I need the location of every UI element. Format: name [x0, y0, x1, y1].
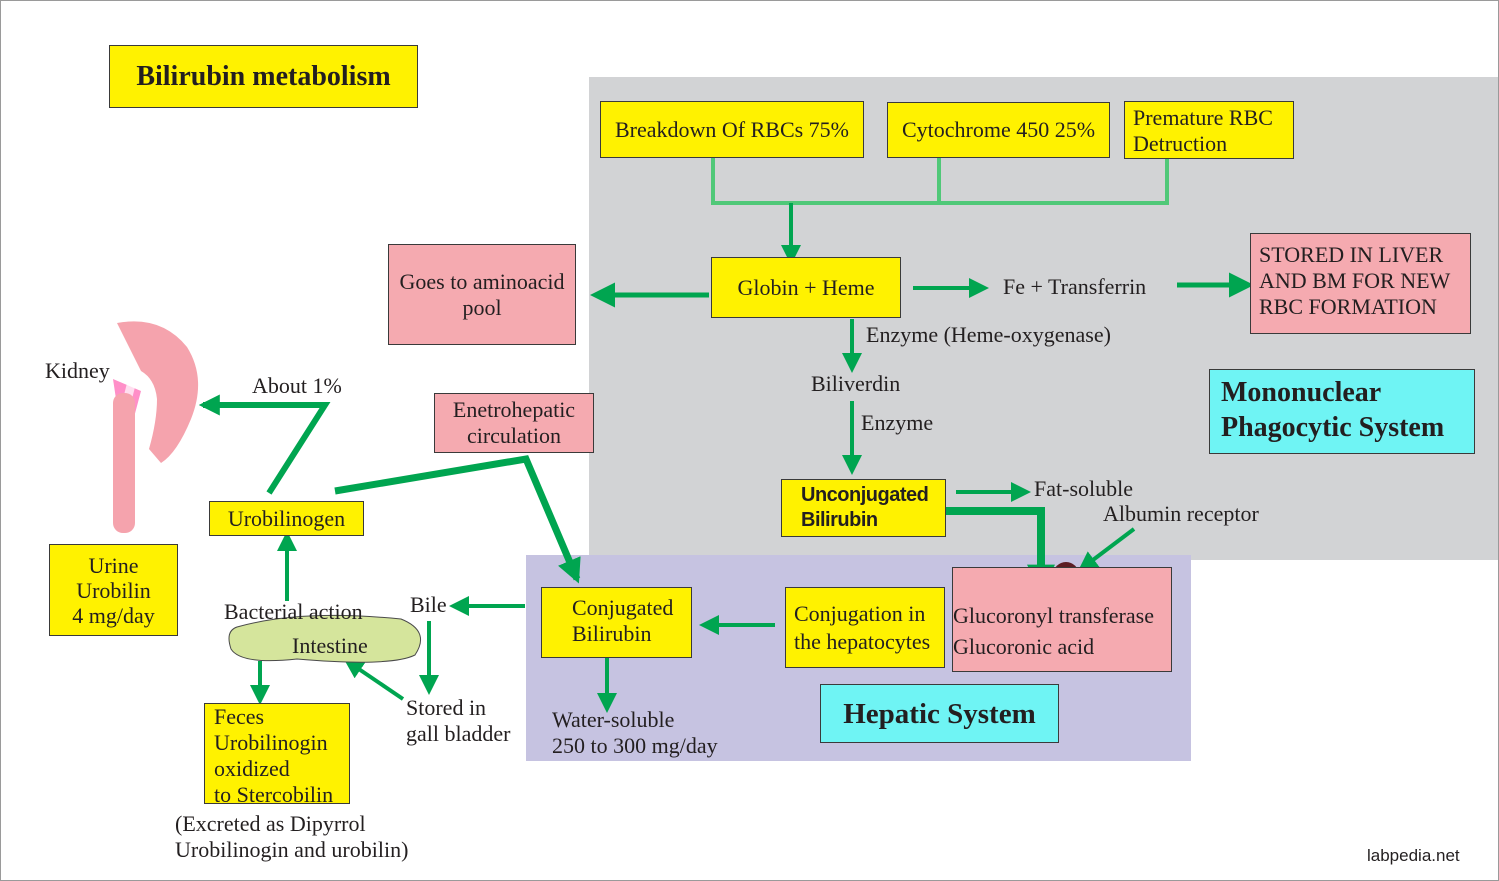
premature-rbc-box: Premature RBC Detruction [1124, 101, 1294, 159]
arrow-to-glucoronyl [946, 507, 1055, 593]
arrow-enterohepatic [334, 455, 581, 584]
biliverdin-label: Biliverdin [811, 371, 901, 396]
stored-gall-bladder-label: Stored in gall bladder [406, 695, 511, 746]
conjugation-hepatocytes-box: Conjugation in the hepatocytes [785, 587, 945, 668]
water-soluble-label: Water-soluble 250 to 300 mg/day [552, 707, 718, 758]
intestine-label: Intestine [292, 633, 368, 658]
title-box: Bilirubin metabolism [109, 45, 418, 108]
kidney-label: Kidney [45, 358, 110, 383]
urine-urobilin-box: Urine Urobilin 4 mg/day [49, 544, 178, 636]
albumin-receptor-label: Albumin receptor [1103, 501, 1259, 526]
bile-label: Bile [410, 592, 447, 617]
rbc-breakdown-box: Breakdown Of RBCs 75% [600, 101, 864, 158]
fe-transferrin-label: Fe + Transferrin [1003, 274, 1147, 299]
mps-label-box: Mononuclear Phagocytic System [1209, 369, 1475, 454]
enterohepatic-box: Enetrohepatic circulation [434, 393, 594, 453]
bacterial-action-label: Bacterial action [224, 599, 363, 624]
enzyme-label: Enzyme [861, 410, 934, 435]
excreted-note-label: (Excreted as Dipyrrol Urobilinogin and u… [175, 811, 409, 862]
fat-soluble-label: Fat-soluble [1034, 476, 1133, 501]
hepatic-system-label-box: Hepatic System [820, 684, 1059, 743]
stored-liver-box: STORED IN LIVER AND BM FOR NEW RBC FORMA… [1250, 233, 1471, 334]
intestine-shape [228, 614, 422, 663]
about-1-percent-label: About 1% [252, 373, 342, 398]
globin-heme-box: Globin + Heme [711, 257, 901, 318]
urobilinogen-box: Urobilinogen [209, 501, 364, 536]
arrow-to-intestine [343, 658, 405, 701]
kidney-shape [113, 321, 199, 533]
conjugated-bilirubin-box: Conjugated Bilirubin [541, 587, 692, 658]
labpedia-watermark: labpedia.net [1367, 846, 1460, 865]
feces-stercobilin-box: Feces Urobilinogin oxidized to Stercobil… [204, 703, 350, 807]
arrow-to-kidney [198, 394, 331, 495]
arrow-albumin-receptor [1077, 527, 1136, 572]
aminoacid-pool-box: Goes to aminoacid pool [388, 244, 576, 345]
cytochrome-box: Cytochrome 450 25% [887, 102, 1110, 158]
enzyme-heme-oxygenase-label: Enzyme (Heme-oxygenase) [866, 322, 1111, 347]
unconjugated-bilirubin-box: Unconjugated Bilirubin [781, 479, 946, 537]
glucoronyl-transferase-box: Glucoronyl transferase Glucoronic acid [952, 567, 1172, 672]
